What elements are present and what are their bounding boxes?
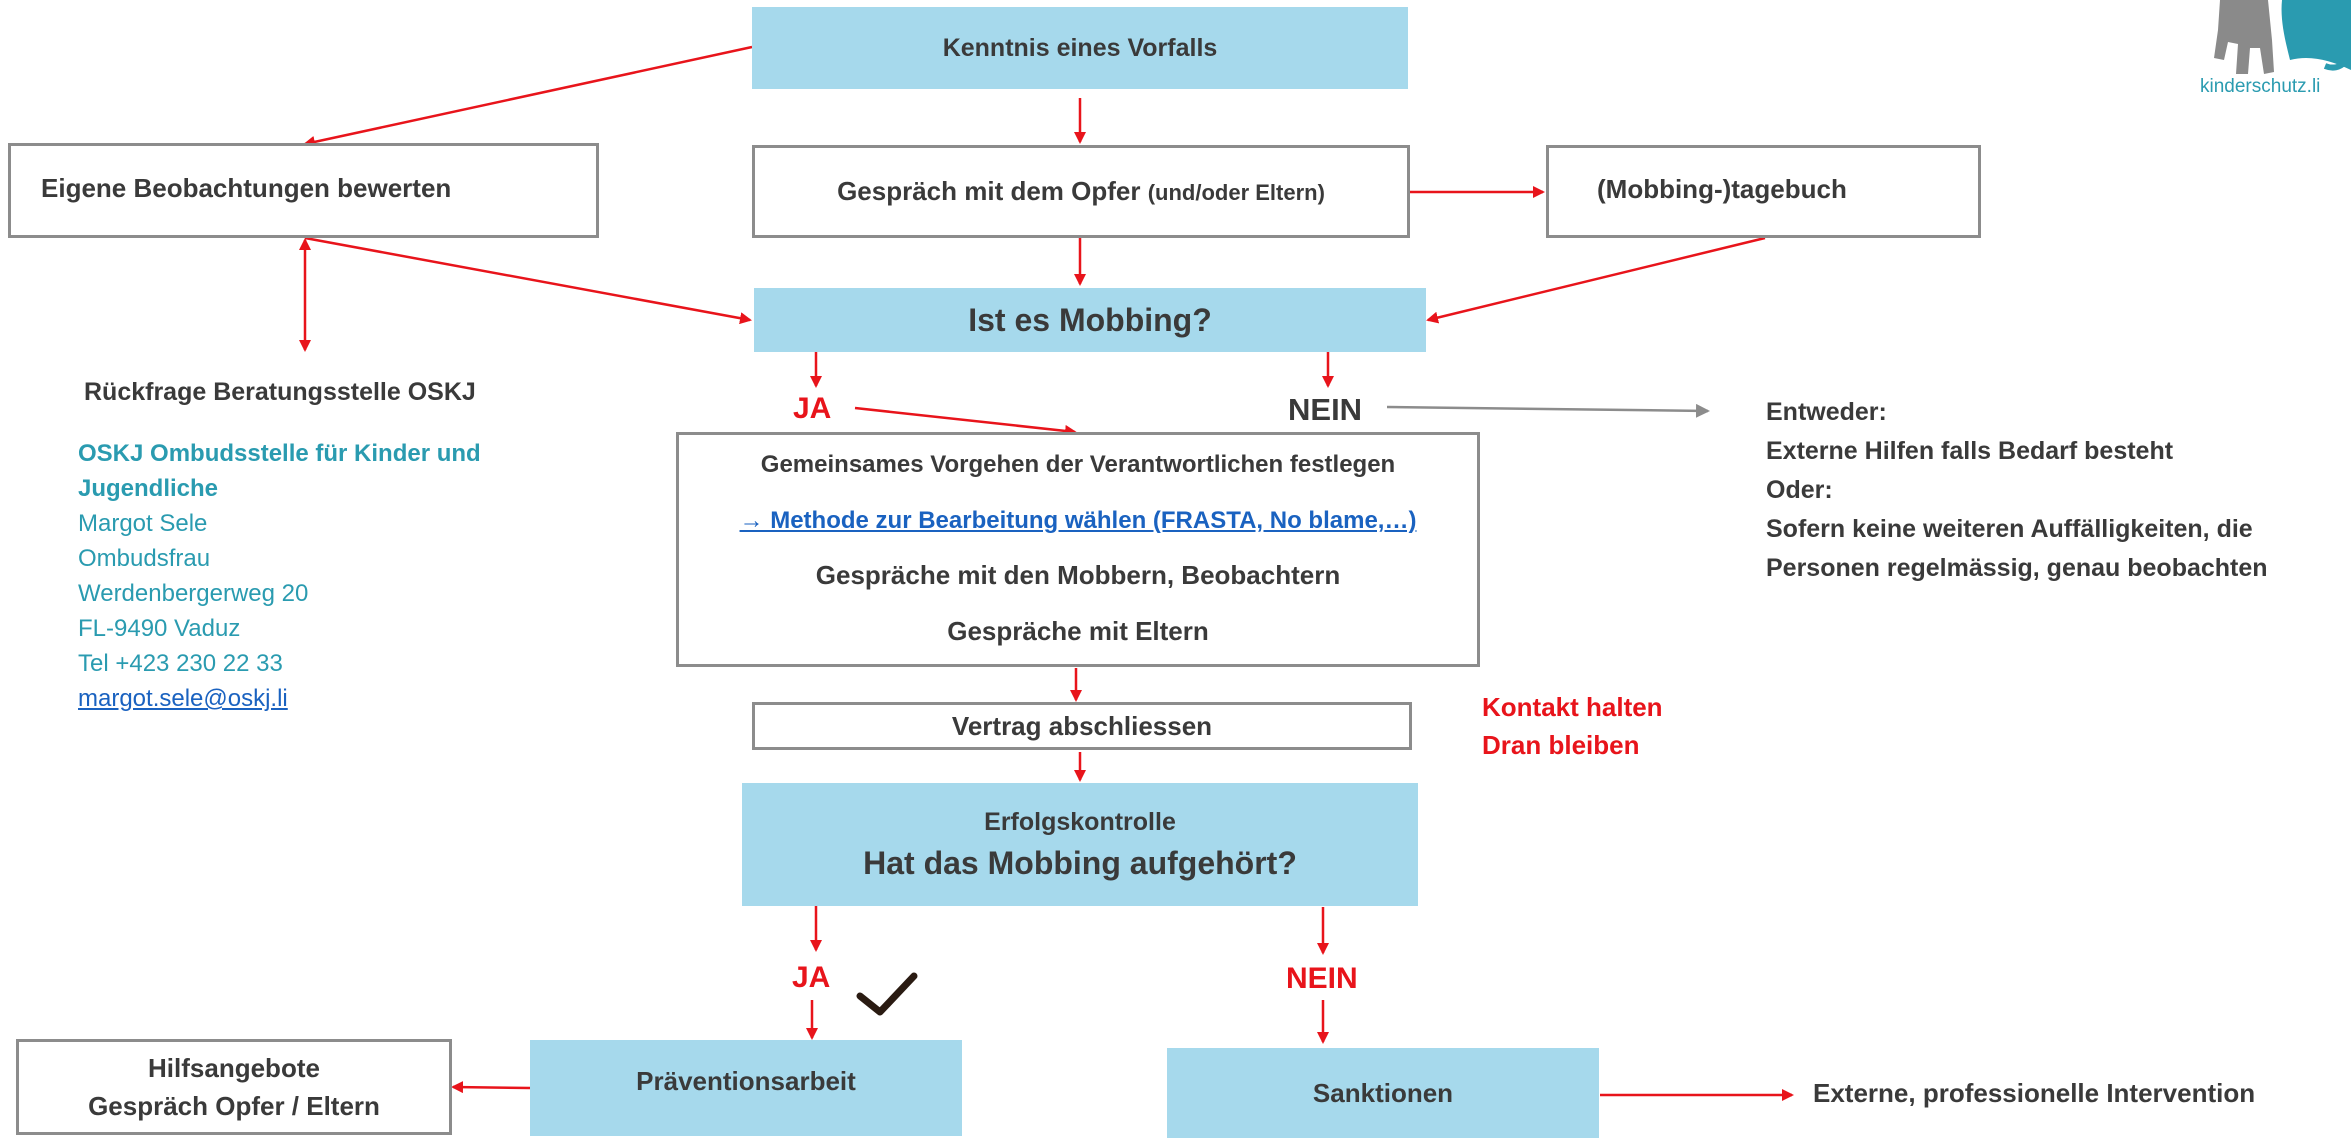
observations-box: Eigene Beobachtungen bewerten — [8, 143, 599, 238]
logo-figure-icon — [2214, 0, 2351, 74]
either-line-3: Oder: — [1766, 476, 1833, 504]
procedure-line-1: Gemeinsames Vorgehen der Verantwortliche… — [760, 451, 1396, 478]
keep-block: Kontakt halten Dran bleiben — [1482, 688, 1663, 764]
keep-line-1: Kontakt halten — [1482, 692, 1663, 722]
success-box: Erfolgskontrolle Hat das Mobbing aufgehö… — [742, 783, 1418, 906]
logo[interactable]: kinderschutz.li — [2190, 0, 2351, 100]
procedure-line-3: Gespräche mit den Mobbern, Beobachtern — [815, 560, 1341, 590]
procedure-line-4: Gespräche mit Eltern — [947, 616, 1209, 646]
either-line-1: Entweder: — [1766, 398, 1887, 426]
either-block: Entweder: Externe Hilfen falls Bedarf be… — [1766, 393, 2268, 588]
sanctions-label: Sanktionen — [1312, 1077, 1454, 1108]
success-question: Hat das Mobbing aufgehört? — [863, 844, 1297, 881]
arrow-incident-to-observations — [303, 45, 753, 148]
talk-box: Gespräch mit dem Opfer (und/oder Eltern) — [752, 145, 1410, 238]
logo-text: kinderschutz.li — [2200, 76, 2321, 97]
either-line-2: Externe Hilfen falls Bedarf besteht — [1766, 437, 2174, 465]
sanctions-box: Sanktionen — [1167, 1048, 1599, 1138]
question-box: Ist es Mobbing? — [754, 288, 1426, 352]
contract-box: Vertrag abschliessen — [752, 702, 1412, 750]
yes-label-2: JA — [792, 961, 831, 994]
question-label: Ist es Mobbing? — [968, 301, 1212, 338]
incident-label: Kenntnis eines Vorfalls — [942, 33, 1218, 62]
procedure-box: Gemeinsames Vorgehen der Verantwortliche… — [676, 432, 1480, 667]
contact-org-2: Jugendliche — [78, 475, 219, 502]
external-label: Externe, professionelle Intervention — [1813, 1078, 2256, 1108]
success-title: Erfolgskontrolle — [984, 807, 1176, 836]
either-line-5: Personen regelmässig, genau beobachten — [1766, 554, 2268, 582]
diary-box: (Mobbing-)tagebuch — [1546, 145, 1981, 238]
checkmark-icon — [856, 972, 918, 1016]
no-label-1: NEIN — [1288, 392, 1363, 427]
help-box: Hilfsangebote Gespräch Opfer / Eltern — [16, 1039, 452, 1135]
arrow-no-to-either — [1386, 403, 1710, 418]
no-label-2: NEIN — [1286, 962, 1358, 995]
arrow-prevention-to-help — [451, 1081, 531, 1094]
arrow-diary-to-question — [1426, 236, 1766, 324]
help-line-1: Hilfsangebote — [148, 1053, 320, 1083]
prevention-label: Präventionsarbeit — [636, 1066, 856, 1096]
contact-block: OSKJ Ombudsstelle für Kinder und Jugendl… — [78, 436, 481, 716]
keep-line-2: Dran bleiben — [1482, 730, 1640, 760]
talk-label: Gespräch mit dem Opfer (und/oder Eltern) — [837, 176, 1325, 206]
contact-name: Margot Sele — [78, 510, 208, 537]
arrow-yes-to-procedure — [854, 406, 1077, 437]
observations-label: Eigene Beobachtungen bewerten — [41, 173, 452, 203]
contact-phone: Tel +423 230 22 33 — [78, 650, 283, 677]
inquiry-label: Rückfrage Beratungsstelle OSKJ — [84, 378, 476, 406]
prevention-box: Präventionsarbeit — [530, 1040, 962, 1136]
incident-box: Kenntnis eines Vorfalls — [752, 7, 1408, 89]
method-link[interactable]: → Methode zur Bearbeitung wählen (FRASTA… — [739, 507, 1417, 534]
contact-city: FL-9490 Vaduz — [78, 615, 241, 642]
arrow-observations-to-question — [304, 236, 752, 325]
contact-street: Werdenbergerweg 20 — [78, 580, 309, 607]
contact-org: OSKJ Ombudsstelle für Kinder und — [78, 440, 481, 467]
help-line-2: Gespräch Opfer / Eltern — [88, 1091, 380, 1121]
diary-label: (Mobbing-)tagebuch — [1597, 174, 1847, 204]
contact-role: Ombudsfrau — [78, 545, 211, 572]
yes-label-1: JA — [793, 392, 832, 425]
contract-label: Vertrag abschliessen — [951, 710, 1213, 741]
contact-email-link[interactable]: margot.sele@oskj.li — [78, 685, 288, 712]
either-line-4: Sofern keine weiteren Auffälligkeiten, d… — [1766, 515, 2253, 543]
